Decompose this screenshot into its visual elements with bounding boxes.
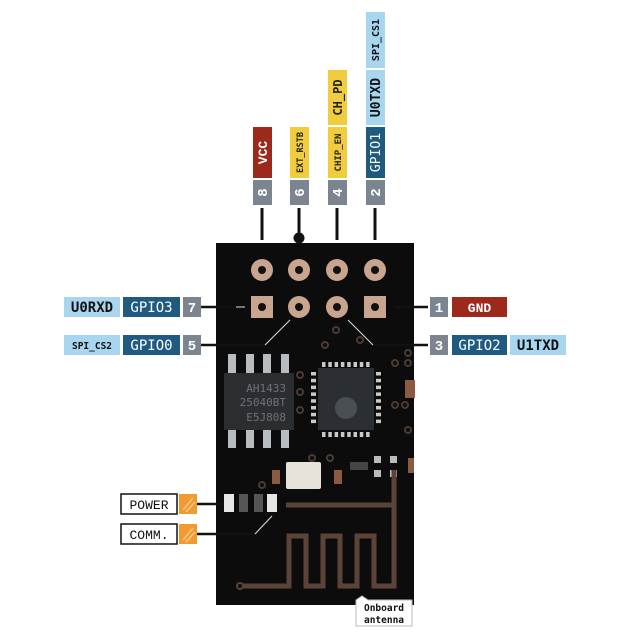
onboard-antenna-trace [240, 502, 397, 589]
label-gpio1: GPIO1 [369, 133, 384, 172]
top-pin-4-group: 4 CHIP_EN CH_PD [328, 70, 347, 205]
chip-pin [376, 419, 381, 424]
label-u0rxd: U0RXD [71, 300, 113, 316]
label-spi-cs2: SPI_CS2 [72, 341, 112, 352]
pin-number-7: 7 [188, 301, 196, 317]
crystal [286, 462, 321, 489]
chip-pin [311, 406, 316, 410]
flash-chip: AH1433 25040BT E5J808 [224, 354, 294, 448]
label-spi-cs1: SPI_CS1 [371, 19, 382, 61]
pin-number-6: 6 [293, 188, 309, 196]
left-pin-7-group: U0RXD GPIO3 7 [64, 297, 201, 317]
chip-pin [340, 362, 345, 367]
chip-pin [347, 432, 351, 437]
top-leader-lines [260, 208, 377, 240]
passive-components [224, 380, 415, 512]
pin-number-5: 5 [188, 339, 196, 355]
chip-pin [359, 362, 364, 367]
power-led-label-group: POWER [120, 493, 197, 515]
label-power: POWER [129, 498, 168, 513]
left-pin-5-group: SPI_CS2 GPIO0 5 [64, 335, 201, 355]
flash-marking-line-3: E5J808 [246, 411, 286, 424]
pin-number-4: 4 [331, 188, 347, 196]
chip-pin [376, 378, 381, 383]
antenna-callout: Onboard antenna [355, 595, 413, 627]
flash-marking-line-2: 25040BT [240, 396, 287, 409]
pin-number-1: 1 [435, 301, 443, 317]
chip-pin [376, 406, 381, 410]
top-pin-2-group: 2 GPIO1 U0TXD SPI_CS1 [366, 12, 385, 205]
chip-pin [347, 362, 351, 367]
chip-pin [311, 385, 316, 390]
label-comm: COMM. [129, 528, 168, 543]
chip-pin [366, 362, 370, 367]
chip-pin [311, 399, 316, 403]
chip-pin [334, 362, 339, 367]
antenna-label-line-1: Onboard [364, 603, 404, 614]
comm-led-label-group: COMM. [120, 523, 197, 545]
chip-pin [311, 412, 316, 417]
chip-pin [340, 432, 345, 437]
chip-pin [376, 385, 381, 390]
chip-pin [376, 412, 381, 417]
label-u1txd: U1TXD [517, 338, 559, 354]
top-pin-6-group: 6 EXT_RSTB [290, 127, 309, 205]
esp8266-chip [311, 362, 381, 437]
right-pin-1-group: 1 GND [430, 297, 507, 317]
label-gpio0: GPIO0 [130, 338, 172, 354]
chip-pin [376, 392, 381, 396]
pin-number-8: 8 [256, 188, 272, 196]
label-ch-pd: CH_PD [331, 79, 346, 115]
label-gpio2: GPIO2 [458, 338, 500, 354]
chip-pin [366, 432, 370, 437]
pin-number-badge [253, 180, 272, 205]
chip-pin [311, 372, 316, 376]
chip-pin [353, 362, 357, 367]
chip-pin [334, 432, 339, 437]
chip-pin [311, 378, 316, 383]
label-ext-rstb: EXT_RSTB [296, 132, 306, 173]
label-chip-en: CHIP_EN [334, 134, 344, 172]
chip-pin [328, 362, 332, 367]
pin-number-2: 2 [369, 188, 385, 196]
header-row-bottom [251, 296, 386, 318]
chip-pin [311, 419, 316, 424]
chip-pin [353, 432, 357, 437]
chip-pin [359, 432, 364, 437]
espressif-logo-icon [335, 397, 357, 419]
chip-pin [322, 432, 326, 437]
pin-number-3: 3 [435, 339, 443, 355]
chip-pin [376, 372, 381, 376]
label-u0txd: U0TXD [369, 78, 384, 117]
power-led [224, 494, 234, 512]
right-pin-3-group: 3 GPIO2 U1TXD [430, 335, 566, 355]
chip-pin [311, 392, 316, 396]
top-pin-8-group: 8 VCC [253, 127, 272, 205]
label-gnd: GND [468, 301, 492, 316]
chip-pin [328, 432, 332, 437]
label-vcc: VCC [256, 141, 271, 165]
chip-pin [376, 399, 381, 403]
reset-dot-marker [293, 232, 305, 244]
flash-marking-line-1: AH1433 [246, 382, 286, 395]
chip-pin [322, 362, 326, 367]
label-gpio3: GPIO3 [130, 300, 172, 316]
comm-led [267, 494, 277, 512]
header-row-top [251, 259, 386, 281]
antenna-label-line-2: antenna [364, 615, 404, 626]
vias [258, 326, 412, 489]
